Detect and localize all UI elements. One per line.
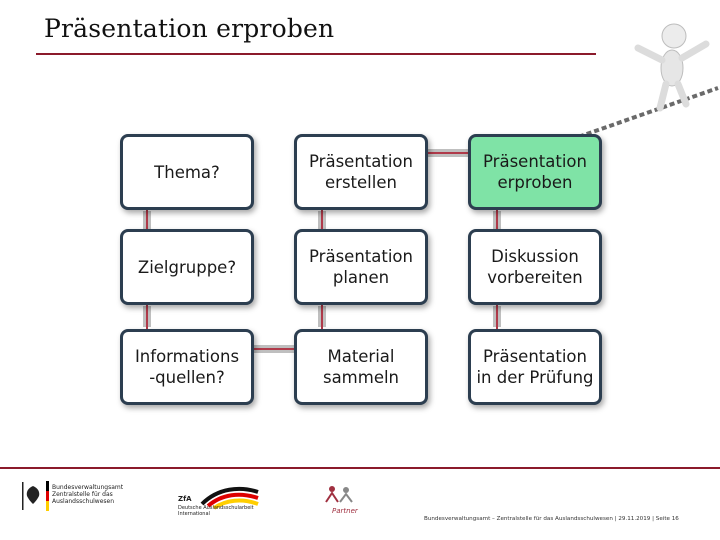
arrow-line-planen-erstellen [321,198,323,250]
zfa-swoosh-logo-icon [200,486,259,510]
box-praesentation-pruefung: Präsentation in der Prüfung [468,329,602,405]
slide-title: Präsentation erproben [44,14,335,43]
box-praesentation-erproben: Präsentation erproben [468,134,602,210]
footer-divider [0,467,720,469]
arrow-line-erstellen-erproben [400,152,480,154]
bva-logo-text: Bundesverwaltungsamt Zentralstelle für d… [52,484,124,505]
zfa-label: ZfA [178,495,192,503]
tightrope-line [563,86,719,144]
footer-credit: Bundesverwaltungsamt – Zentralstelle für… [424,516,679,522]
arrow-line-thema-zielgruppe [146,192,148,244]
federal-flag-stripes-icon [46,481,49,511]
box-thema: Thema? [120,134,254,210]
box-zielgruppe: Zielgruppe? [120,229,254,305]
arrow-line-erproben-diskussion [496,192,498,244]
arrow-line-zielgruppe-informationsquellen [146,288,148,340]
zfa-logo-text: Deutsche Auslandsschularbeit Internation… [178,505,254,517]
box-diskussion-vorbereiten: Diskussion vorbereiten [468,229,602,305]
box-material-sammeln: Material sammeln [294,329,428,405]
box-praesentation-planen: Präsentation planen [294,229,428,305]
arrow-line-informationsquellen-material [228,348,306,350]
box-informationsquellen: Informations -quellen? [120,329,254,405]
figure-legs [656,80,690,112]
tightrope-figure-icon [563,23,719,144]
figure-arms [634,40,710,64]
partner-schools-logo-icon [325,486,353,503]
partner-logo-text: Partner [332,507,358,515]
box-praesentation-erstellen: Präsentation erstellen [294,134,428,210]
arrow-line-material-planen [321,292,323,344]
arrow-line-diskussion-pruefung [496,288,498,340]
federal-eagle-logo-icon [22,482,40,510]
figure-head [661,23,687,49]
figure-body [660,49,684,87]
title-divider [36,53,596,55]
